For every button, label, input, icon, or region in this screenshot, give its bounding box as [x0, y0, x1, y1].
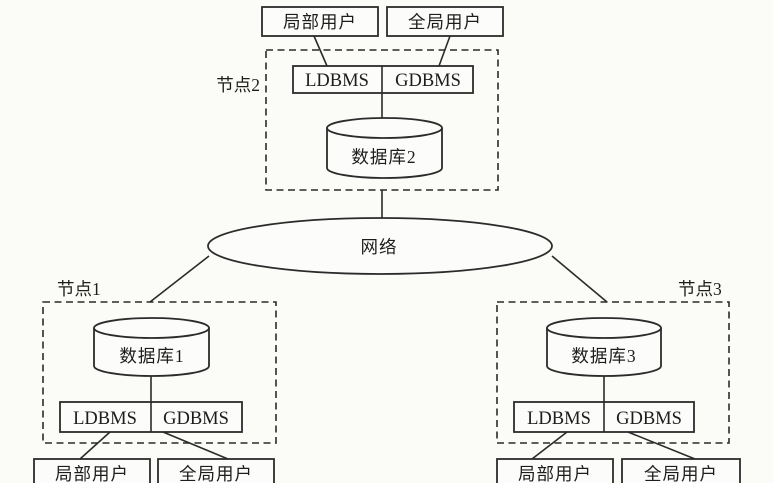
node1-gdbms-label: GDBMS — [163, 409, 229, 429]
node1-database-cylinder-top — [93, 317, 210, 339]
node3-database-cylinder-top — [546, 317, 662, 339]
node1-global-users-box — [157, 458, 275, 483]
node1-ldbms-label: LDBMS — [73, 409, 137, 429]
node3-global-users-box — [621, 458, 741, 483]
node3-database-label: 数据库3 — [571, 346, 636, 366]
node2-database-cylinder-top — [326, 117, 443, 139]
network-to-node3-line — [551, 255, 608, 303]
node3-local-users-label: 局部用户 — [518, 464, 592, 483]
node2-local-users-to-ldbms-line — [313, 35, 328, 67]
node2-global-users-to-gdbms-line — [438, 35, 451, 67]
node2-global-users-box — [386, 6, 504, 37]
node-3-group: 节点3 数据库3 LDBMS GDBMS 局部用户 全局用户 — [496, 279, 741, 483]
network-label: 网络 — [361, 237, 398, 257]
node2-boundary — [265, 49, 499, 191]
node2-database-cylinder — [326, 128, 443, 179]
node1-local-users-box — [33, 458, 151, 483]
node1-local-users-label: 局部用户 — [55, 464, 129, 483]
node2-dbms-box — [292, 65, 474, 94]
node3-ldbms-label: LDBMS — [527, 409, 591, 429]
node1-database-label: 数据库1 — [119, 346, 184, 366]
node3-gdbms-to-global-users-line — [627, 431, 696, 460]
node2-global-users-label: 全局用户 — [408, 12, 482, 32]
node3-global-users-label: 全局用户 — [644, 464, 718, 483]
node2-ldbms-label: LDBMS — [305, 71, 369, 91]
node1-global-users-label: 全局用户 — [179, 464, 253, 483]
node1-label: 节点1 — [57, 279, 101, 299]
node3-ldbms-to-local-users-line — [531, 431, 568, 460]
node3-database-cylinder — [546, 328, 662, 377]
node3-local-users-box — [496, 458, 614, 483]
node1-database-cylinder — [93, 328, 210, 377]
node1-gdbms-to-global-users-line — [162, 431, 229, 460]
network-ellipse — [207, 217, 553, 275]
node1-boundary — [42, 301, 277, 444]
network-group: 网络 — [149, 217, 608, 303]
node2-local-users-label: 局部用户 — [283, 12, 357, 32]
node3-label: 节点3 — [678, 279, 722, 299]
node2-label: 节点2 — [216, 75, 260, 95]
node1-ldbms-to-local-users-line — [79, 431, 111, 460]
node2-database-label: 数据库2 — [351, 147, 416, 167]
node-1-group: 节点1 数据库1 LDBMS GDBMS 局部用户 全局用户 — [33, 279, 277, 483]
node3-boundary — [496, 301, 730, 444]
node3-gdbms-label: GDBMS — [616, 409, 682, 429]
network-to-node1-line — [149, 255, 210, 303]
node2-gdbms-label: GDBMS — [395, 71, 461, 91]
node2-local-users-box — [261, 6, 379, 37]
node-2-group: 节点2 局部用户 全局用户 LDBMS GDBMS 数据库2 — [216, 6, 504, 219]
